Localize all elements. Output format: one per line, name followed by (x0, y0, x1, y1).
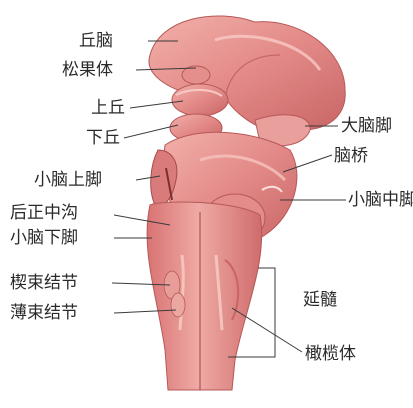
label-xiaonao-zhongjiao: 小脑中脚 (348, 190, 413, 210)
label-xiaqiu: 下丘 (86, 128, 120, 148)
label-boshu-jiejie: 薄束结节 (10, 303, 78, 323)
label-songguoti: 松果体 (62, 60, 113, 80)
label-xiaonao-xiajiao: 小脑下脚 (10, 228, 78, 248)
thalamus-shape (149, 16, 345, 131)
label-xiaonao-shangjiao: 小脑上脚 (34, 170, 102, 190)
label-qiunao: 丘脑 (79, 31, 113, 51)
label-houzhengzhonggou: 后正中沟 (10, 203, 78, 223)
label-danaojiao: 大脑脚 (341, 116, 392, 136)
medulla-shape (147, 202, 262, 390)
label-yansui: 延髓 (303, 290, 337, 310)
label-naoqiao: 脑桥 (334, 146, 368, 166)
label-shangqiu: 上丘 (91, 98, 125, 118)
label-xieshu-jiejie: 楔束结节 (10, 273, 78, 293)
label-ganlanti: 橄榄体 (305, 344, 356, 364)
